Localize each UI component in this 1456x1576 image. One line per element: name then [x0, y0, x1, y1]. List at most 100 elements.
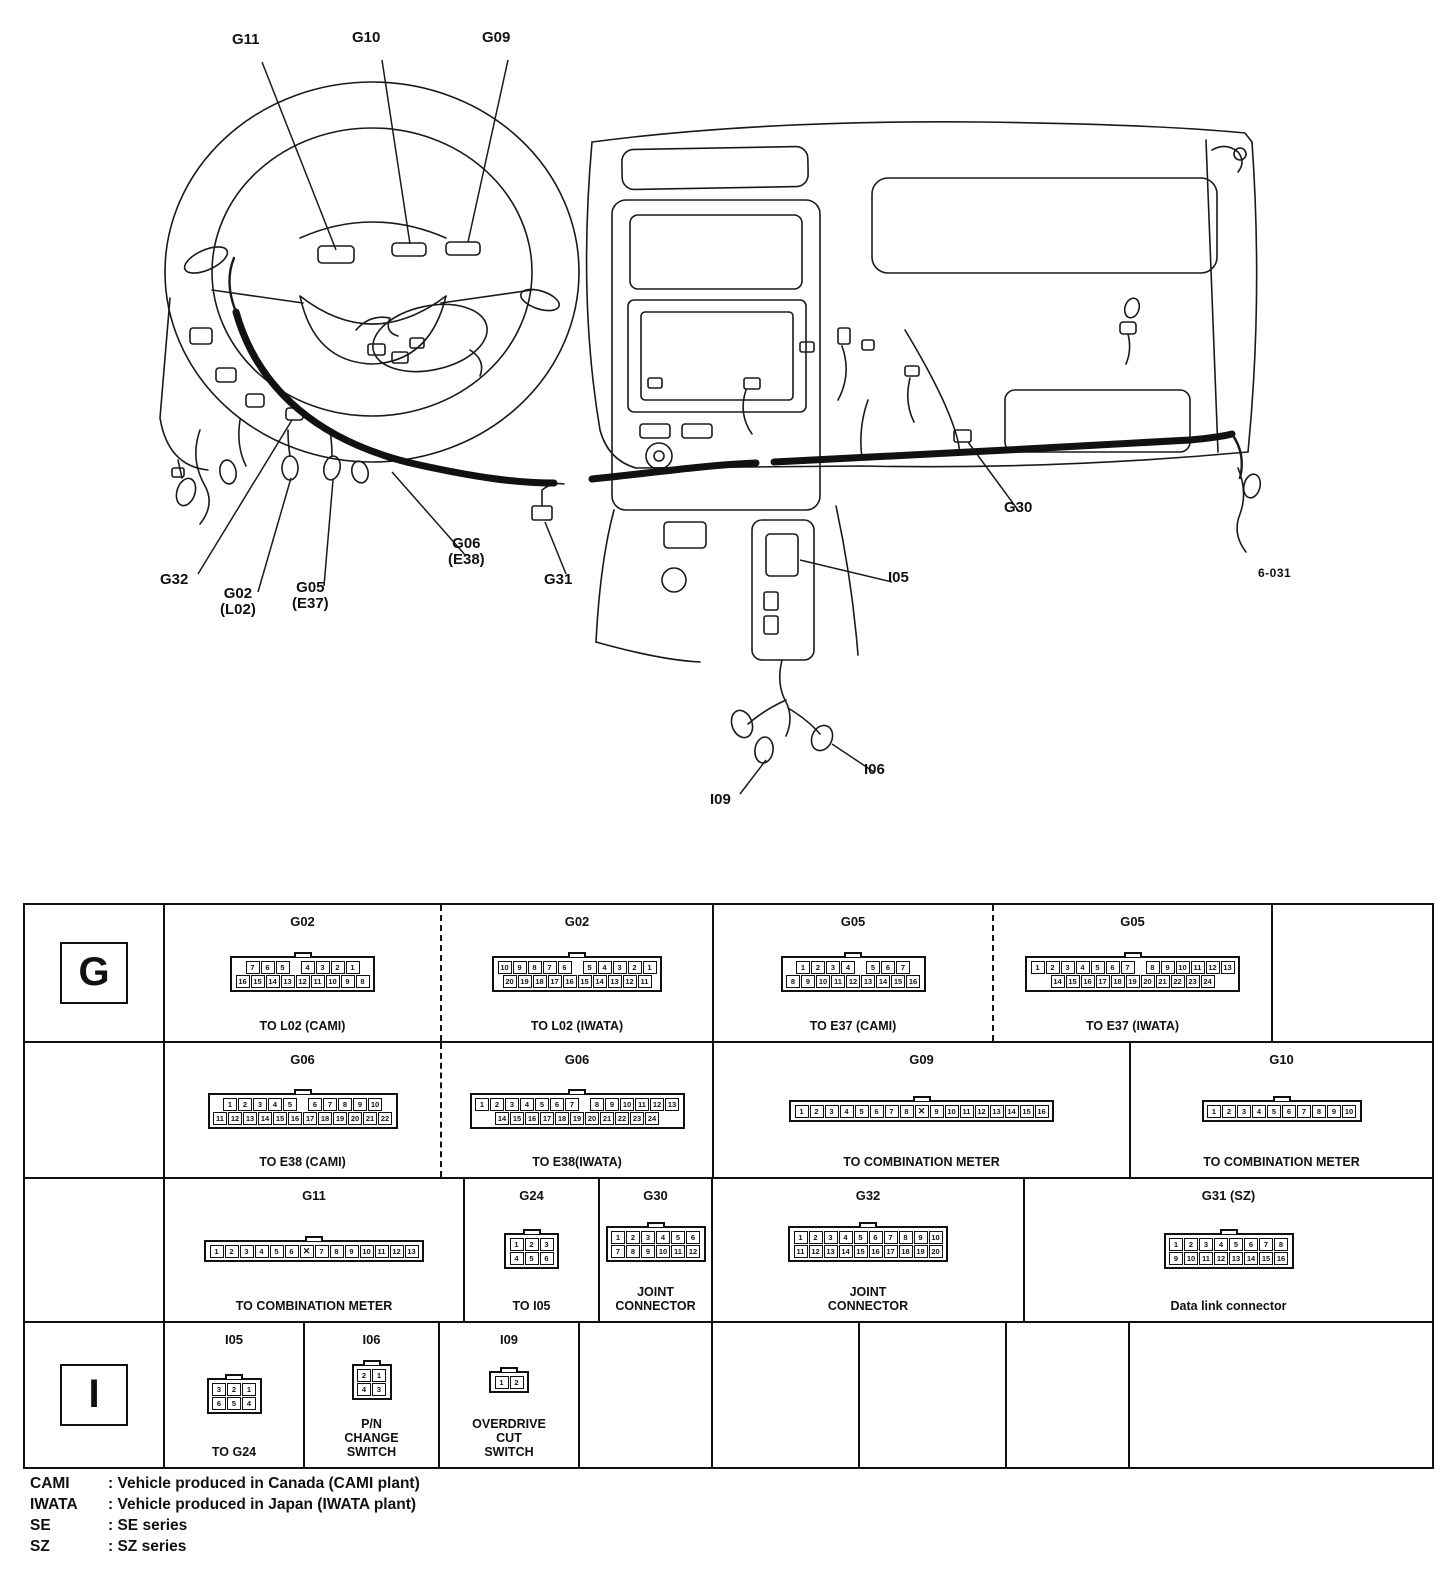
connector-id: G11	[302, 1188, 326, 1203]
legend-item-se: SE : SE series	[30, 1515, 420, 1536]
connector-caption: JOINT CONNECTOR	[615, 1285, 696, 1313]
dashboard-line-art	[159, 59, 1262, 795]
legend-term: IWATA	[30, 1496, 78, 1513]
connector-caption: TO G24	[211, 1445, 257, 1459]
legend-term: SE	[30, 1517, 51, 1534]
connector-id: G24	[519, 1188, 544, 1203]
empty-cell	[711, 1323, 858, 1467]
legend-term: SZ	[30, 1538, 50, 1555]
connector-caption: JOINT CONNECTOR	[827, 1285, 909, 1313]
connector-id: G06	[290, 1052, 315, 1067]
connector-id: G31 (SZ)	[1201, 1188, 1256, 1203]
connector-id: G32	[855, 1188, 881, 1203]
diagram-label-i09: I09	[710, 791, 731, 808]
diagram-label-g30: G30	[1004, 499, 1033, 516]
connector-id: G09	[909, 1052, 934, 1067]
connector-caption: TO E37 (IWATA)	[1085, 1019, 1180, 1033]
legend-item-sz: SZ : SZ series	[30, 1536, 420, 1557]
connector-caption: P/N CHANGE SWITCH	[344, 1417, 399, 1459]
connector-caption: Data link connector	[1170, 1299, 1287, 1313]
connector-id: I05	[224, 1332, 244, 1347]
legend-definition: : SZ series	[108, 1538, 187, 1555]
diagram-label-i05: I05	[888, 569, 909, 586]
figure-code: 6-031	[1258, 566, 1292, 580]
diagram-label-g31: G31	[544, 571, 573, 588]
group-cell-g: G	[25, 905, 163, 1041]
diagram-label-g05: G05 (E37)	[292, 579, 329, 612]
legend-definition: : Vehicle produced in Canada (CAMI plant…	[108, 1475, 420, 1492]
empty-cell	[1128, 1323, 1432, 1467]
connector-caption: TO E37 (CAMI)	[809, 1019, 897, 1033]
empty-cell	[1005, 1323, 1128, 1467]
connector-id: G02	[290, 914, 315, 929]
empty-cell	[578, 1323, 711, 1467]
connector-id: I09	[499, 1332, 519, 1347]
group-cell-i: I	[25, 1323, 163, 1467]
legend-definition: : SE series	[108, 1517, 188, 1534]
connector-id: G10	[1269, 1052, 1294, 1067]
legend-item-cami: CAMI : Vehicle produced in Canada (CAMI …	[30, 1473, 420, 1494]
connector-caption: OVERDRIVE CUT SWITCH	[472, 1417, 546, 1459]
diagram-label-g02: G02 (L02)	[220, 585, 256, 618]
diagram-label-g32: G32	[160, 571, 189, 588]
connector-caption: TO E38 (CAMI)	[259, 1155, 346, 1169]
diagram-label-g10: G10	[352, 29, 381, 46]
connector-id: G05	[1120, 914, 1145, 929]
empty-cell	[1271, 905, 1432, 1041]
legend: CAMI : Vehicle produced in Canada (CAMI …	[30, 1473, 420, 1557]
connector-id: G30	[643, 1188, 668, 1203]
connector-id: G06	[564, 1052, 590, 1067]
connector-caption: TO E38(IWATA)	[532, 1155, 622, 1169]
connector-caption: TO COMBINATION METER	[235, 1299, 393, 1313]
connector-caption: TO COMBINATION METER	[1203, 1155, 1360, 1169]
connector-id: G02	[564, 914, 590, 929]
connector-caption: TO I05	[512, 1299, 551, 1313]
diagram-label-g09: G09	[482, 29, 511, 46]
group-letter-g: G	[60, 941, 128, 1004]
group-letter-i: I	[60, 1363, 128, 1426]
connector-caption: TO L02 (IWATA)	[530, 1019, 624, 1033]
diagram-label-g11: G11	[232, 31, 260, 48]
legend-definition: : Vehicle produced in Japan (IWATA plant…	[108, 1496, 417, 1513]
legend-term: CAMI	[30, 1475, 70, 1492]
connector-caption: TO COMBINATION METER	[843, 1155, 1000, 1169]
connector-id: I06	[362, 1332, 381, 1347]
connector-id: G05	[840, 914, 866, 929]
legend-item-iwata: IWATA : Vehicle produced in Japan (IWATA…	[30, 1494, 420, 1515]
